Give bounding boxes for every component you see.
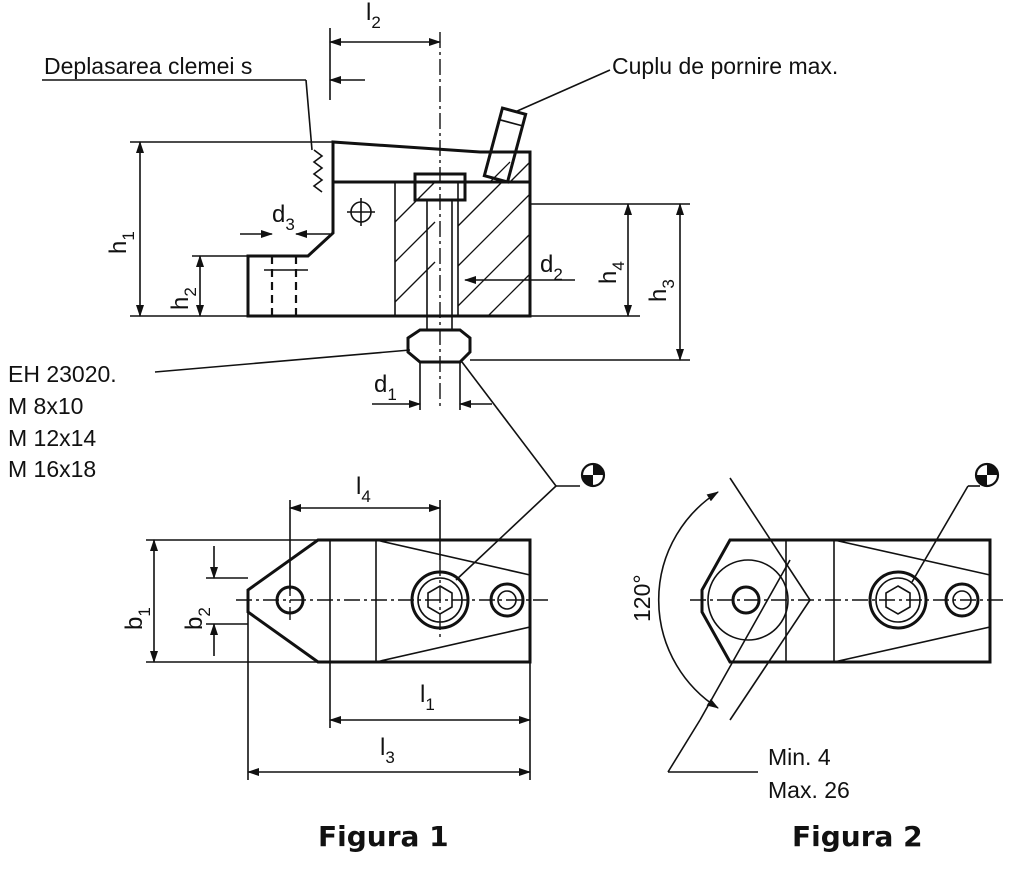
figure-1-caption: Figura 1: [318, 820, 449, 853]
dim-d2-main: d: [540, 251, 553, 278]
svg-text:l3: l3: [380, 734, 395, 767]
dim-d2-sub: 2: [553, 265, 562, 284]
dim-h4-sub: 4: [609, 261, 628, 270]
dim-h3: h3: [645, 279, 678, 302]
dim-l1-sub: 1: [425, 695, 434, 714]
dim-d3-main: d: [272, 201, 285, 228]
dim-h2: h2: [167, 287, 200, 310]
dim-h1-main: h: [105, 241, 132, 254]
svg-text:h2: h2: [167, 287, 200, 310]
section-hatching: [394, 161, 531, 317]
svg-text:l2: l2: [366, 0, 381, 32]
center-of-gravity-icon: [974, 462, 1000, 488]
svg-text:d3: d3: [272, 201, 295, 234]
svg-text:b1: b1: [121, 607, 154, 630]
top-view-figure-2: [657, 477, 1005, 773]
dim-h4: h4: [595, 261, 628, 284]
dim-l3-main: l: [380, 734, 385, 761]
dim-h1-sub: 1: [119, 231, 138, 240]
svg-text:h1: h1: [105, 231, 138, 254]
dim-h2-sub: 2: [181, 287, 200, 296]
min-label: Min. 4: [768, 744, 831, 770]
dim-l3-sub: 3: [385, 748, 394, 767]
dim-l4-main: l: [356, 473, 361, 500]
angle-label: 120°: [629, 574, 655, 622]
max-torque-label: Cuplu de pornire max.: [612, 53, 838, 79]
dim-d1-main: d: [374, 371, 387, 398]
dim-d1-sub: 1: [387, 385, 396, 404]
figure-2-caption: Figura 2: [792, 820, 923, 853]
dim-l2-sub: 2: [371, 13, 380, 32]
dim-b2-sub: 2: [195, 607, 214, 616]
dim-d3: d3: [272, 201, 295, 234]
max-label: Max. 26: [768, 777, 850, 803]
size-label-3: M 16x18: [8, 456, 96, 482]
dim-b2-main: b: [181, 617, 208, 630]
top-view-dimensions: [146, 361, 580, 780]
dim-h2-main: h: [167, 297, 194, 310]
svg-text:b2: b2: [181, 607, 214, 630]
dim-b2: b2: [181, 607, 214, 630]
svg-text:h4: h4: [595, 261, 628, 284]
svg-text:d1: d1: [374, 371, 397, 404]
dim-l4-sub: 4: [361, 487, 370, 506]
dim-l4: l4: [356, 473, 371, 506]
center-of-gravity-icon: [580, 462, 606, 488]
dim-h4-main: h: [595, 271, 622, 284]
dim-h1: h1: [105, 231, 138, 254]
dim-b1-sub: 1: [135, 607, 154, 616]
clamp-travel-label: Deplasarea clemei s: [44, 53, 252, 79]
top-view-figure-1: [236, 538, 548, 664]
dim-l3: l3: [380, 734, 395, 767]
dim-d2: d2: [540, 251, 563, 284]
dim-d1: d1: [374, 371, 397, 404]
size-label-1: M 8x10: [8, 393, 83, 419]
dim-l2: l2: [366, 0, 381, 32]
side-view: [246, 32, 532, 410]
side-view-dimensions: [42, 28, 690, 410]
svg-text:l1: l1: [420, 681, 435, 714]
svg-text:h3: h3: [645, 279, 678, 302]
dim-l1-main: l: [420, 681, 425, 708]
part-number-label: EH 23020.: [8, 361, 117, 387]
dim-h3-sub: 3: [659, 279, 678, 288]
dim-b1: b1: [121, 607, 154, 630]
dim-h3-main: h: [645, 289, 672, 302]
size-label-2: M 12x14: [8, 425, 96, 451]
dim-b1-main: b: [121, 617, 148, 630]
svg-text:d2: d2: [540, 251, 563, 284]
dim-d3-sub: 3: [285, 215, 294, 234]
dim-l2-main: l: [366, 0, 371, 26]
svg-text:l4: l4: [356, 473, 371, 506]
dim-l1: l1: [420, 681, 435, 714]
